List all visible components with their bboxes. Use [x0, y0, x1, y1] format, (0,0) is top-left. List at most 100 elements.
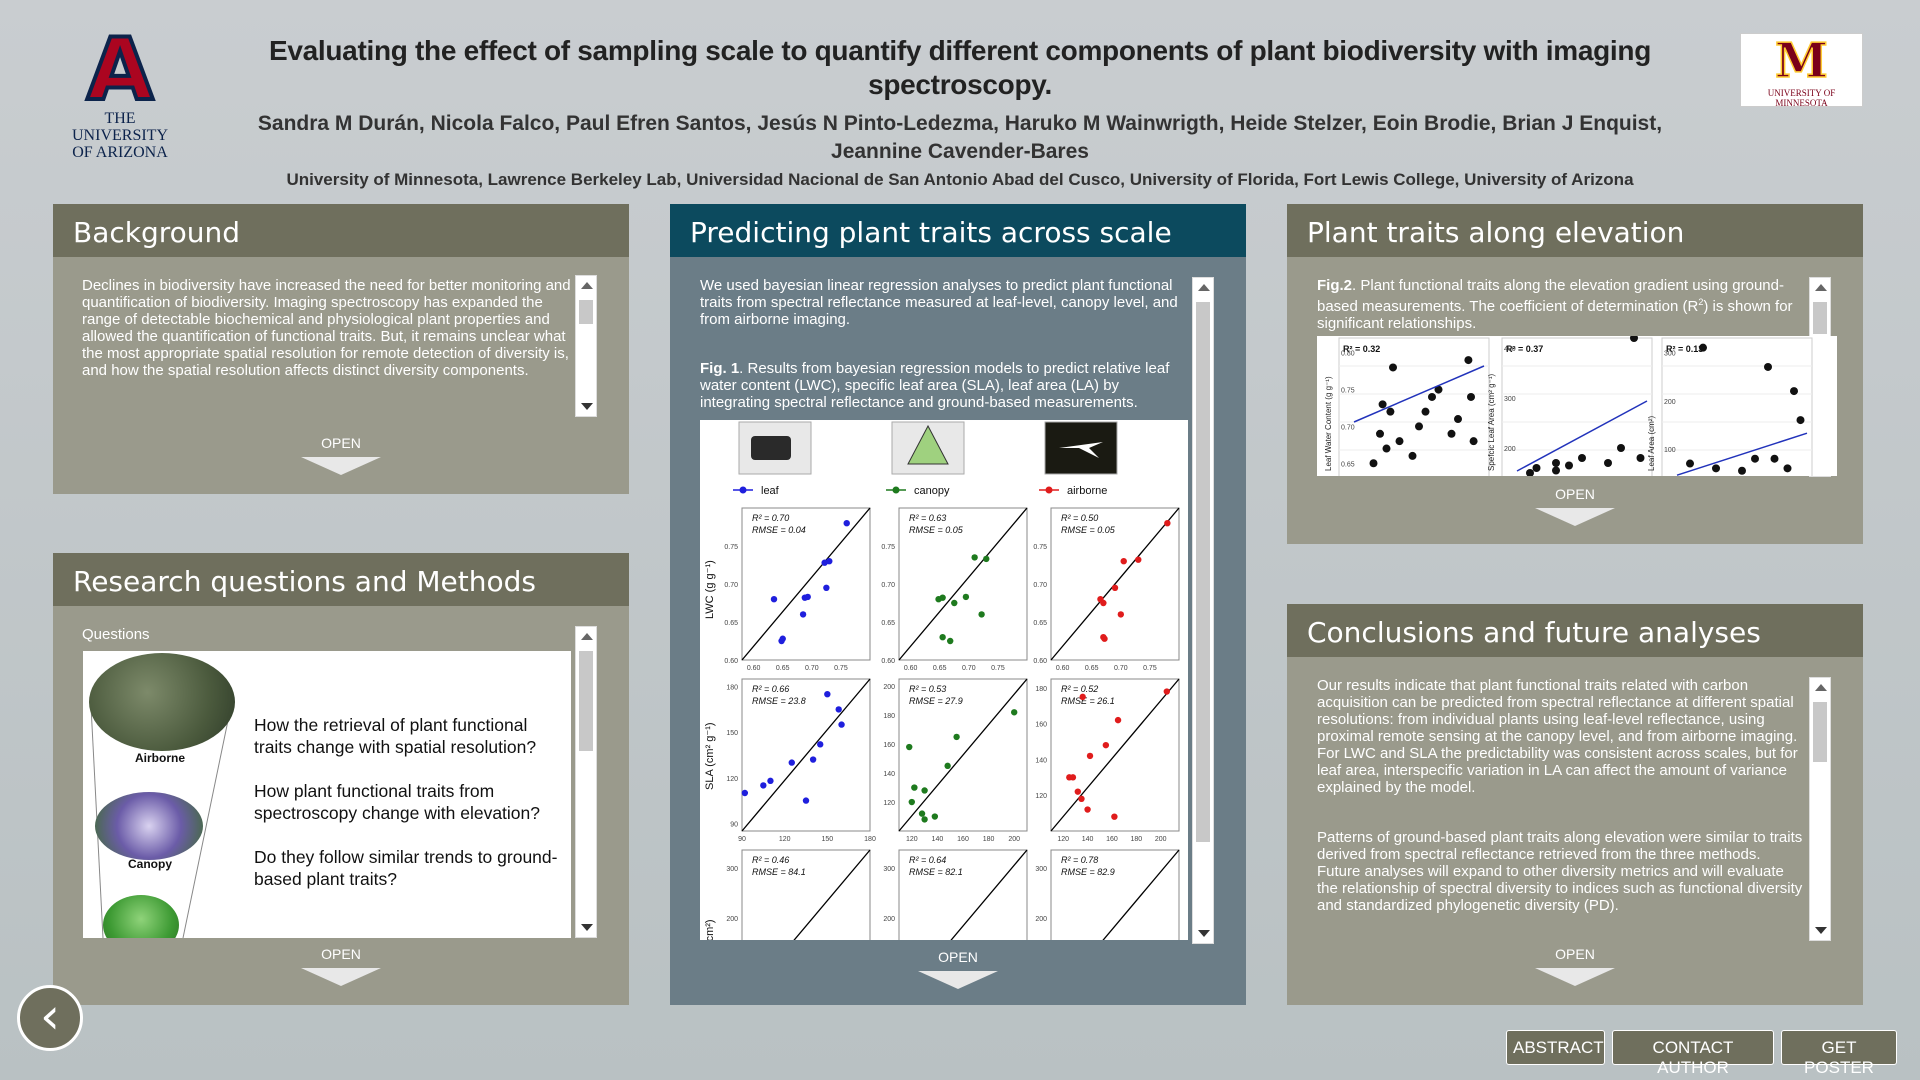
- data-point: [1467, 392, 1475, 401]
- x-tick-label: 180: [1130, 836, 1142, 843]
- chevron-down-icon: [301, 457, 381, 475]
- data-point: [978, 611, 985, 618]
- background-text: Declines in biodiversity have increased …: [82, 277, 571, 379]
- predicting-intro: We used bayesian linear regression analy…: [700, 277, 1178, 328]
- scroll-thumb[interactable]: [1196, 302, 1210, 842]
- open-button[interactable]: OPEN: [291, 946, 391, 986]
- r2-label: R² = 0.13: [1666, 344, 1703, 354]
- um-logo-text: UNIVERSITY OF MINNESOTA: [1767, 88, 1836, 108]
- open-button[interactable]: OPEN: [1525, 486, 1625, 526]
- y-tick-label: 160: [1035, 722, 1047, 729]
- r2-label: R² = 0.64: [909, 855, 946, 865]
- scrollbar[interactable]: [575, 626, 597, 938]
- abstract-button[interactable]: ABSTRACT: [1506, 1030, 1605, 1065]
- get-poster-button[interactable]: GET POSTER: [1781, 1030, 1897, 1077]
- scroll-up-icon[interactable]: [581, 282, 593, 289]
- scroll-up-icon[interactable]: [1815, 684, 1827, 691]
- open-button[interactable]: OPEN: [291, 435, 391, 475]
- x-tick-label: 0.60: [904, 665, 918, 672]
- data-point: [741, 789, 749, 797]
- fig1-caption: Fig. 1. Results from bayesian regression…: [700, 360, 1190, 411]
- scroll-down-icon[interactable]: [1815, 927, 1827, 934]
- data-point: [947, 637, 954, 645]
- scroll-up-icon[interactable]: [1198, 284, 1210, 291]
- data-point: [1378, 400, 1387, 409]
- y-tick-label: 200: [1035, 916, 1047, 923]
- open-button[interactable]: OPEN: [908, 949, 1008, 989]
- one-to-one-line: [1050, 678, 1180, 832]
- data-point: [921, 816, 928, 823]
- rmse-label: RMSE = 0.05: [909, 525, 964, 535]
- scroll-down-icon[interactable]: [581, 924, 593, 931]
- one-to-one-line: [741, 678, 871, 832]
- spectrometer-shape: [751, 436, 791, 460]
- contact-author-button[interactable]: CONTACT AUTHOR: [1612, 1030, 1774, 1077]
- scroll-down-icon[interactable]: [581, 403, 593, 410]
- trend-line: [1676, 432, 1808, 476]
- one-to-one-line: [950, 849, 1028, 940]
- y-tick-label: 0.65: [724, 620, 738, 627]
- data-point: [962, 593, 970, 601]
- data-point: [1084, 806, 1091, 813]
- data-point: [921, 787, 928, 794]
- y-tick-label: 0.70: [1341, 424, 1355, 431]
- data-point: [1386, 407, 1395, 416]
- data-point: [778, 637, 785, 645]
- scroll-thumb[interactable]: [579, 651, 593, 751]
- scrollbar[interactable]: [1809, 677, 1831, 941]
- scroll-up-icon[interactable]: [581, 633, 593, 640]
- y-tick-label: 0.70: [724, 582, 738, 589]
- y-tick-label: 180: [726, 685, 738, 692]
- data-point: [1552, 466, 1560, 475]
- r2-label: R² = 0.52: [1061, 684, 1098, 694]
- scroll-up-icon[interactable]: [1815, 284, 1827, 291]
- y-tick-label: 160: [883, 742, 895, 749]
- rmse-label: RMSE = 23.8: [752, 696, 806, 706]
- open-label: OPEN: [321, 435, 361, 451]
- one-to-one-line: [898, 678, 1028, 832]
- data-point: [911, 784, 918, 791]
- background-panel: Background Declines in biodiversity have…: [53, 204, 629, 494]
- scrollbar[interactable]: [575, 275, 597, 417]
- data-point: [906, 743, 913, 751]
- scroll-down-icon[interactable]: [1198, 930, 1210, 937]
- back-button[interactable]: ‹: [17, 985, 83, 1051]
- x-tick-label: 180: [983, 836, 995, 843]
- canopy-image: [95, 792, 203, 860]
- one-to-one-line: [1050, 507, 1180, 661]
- data-point: [826, 558, 833, 565]
- x-tick-label: 160: [957, 836, 969, 843]
- data-point: [1395, 437, 1404, 446]
- x-tick-label: 200: [1008, 836, 1020, 843]
- ua-logo-letter: A: [85, 20, 156, 120]
- fig2-label: Fig.2: [1317, 277, 1353, 294]
- data-point: [1011, 709, 1018, 716]
- scroll-thumb[interactable]: [1813, 302, 1827, 334]
- open-button[interactable]: OPEN: [1525, 946, 1625, 986]
- scroll-thumb[interactable]: [579, 300, 593, 324]
- scrollbar[interactable]: [1192, 277, 1214, 944]
- chevron-down-icon: [301, 968, 381, 986]
- data-point: [1408, 451, 1417, 460]
- y-tick-label: 0.60: [1033, 658, 1047, 665]
- legend-marker: [1045, 486, 1053, 494]
- data-point: [939, 594, 946, 601]
- scroll-thumb[interactable]: [1813, 702, 1827, 762]
- trend-line: [1353, 365, 1485, 423]
- y-tick-label: 0.75: [1341, 388, 1355, 395]
- one-to-one-line: [741, 507, 871, 661]
- r2-label: R² = 0.63: [909, 513, 946, 523]
- data-point: [1565, 461, 1573, 470]
- rmse-label: RMSE = 82.1: [909, 867, 963, 877]
- r2-label: R² = 0.46: [752, 855, 789, 865]
- data-point: [951, 599, 958, 607]
- data-point: [1578, 454, 1586, 462]
- fig2-svg: Leaf Water Content (g g⁻¹)R² = 0.320.800…: [1324, 336, 1813, 476]
- data-point: [823, 584, 830, 591]
- panel-title: Plant traits along elevation: [1287, 204, 1863, 257]
- legend-label: canopy: [914, 485, 950, 497]
- x-tick-label: 120: [1057, 836, 1069, 843]
- data-point: [1369, 459, 1378, 468]
- rmse-label: RMSE = 0.05: [1061, 525, 1116, 535]
- data-point: [1101, 635, 1108, 642]
